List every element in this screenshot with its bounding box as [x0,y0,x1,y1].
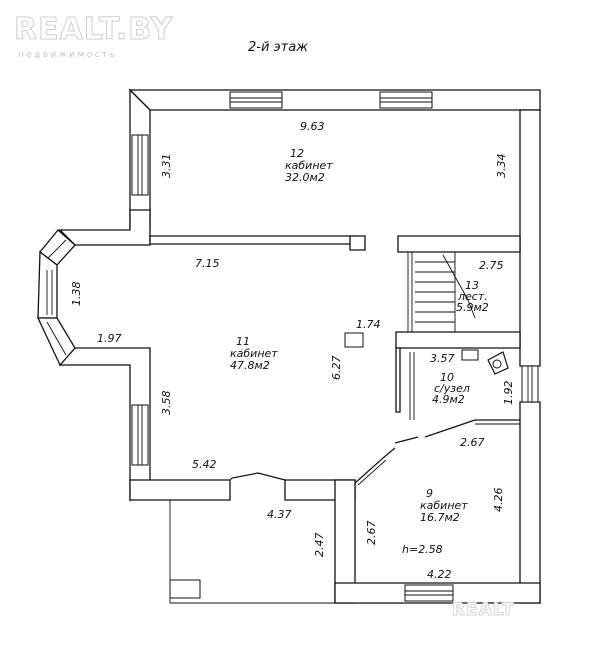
dimension-stair-width: 2.75 [479,259,504,272]
room-12-number: 12 [290,147,304,160]
dimension-room-9-bottom: 4.22 [427,568,452,581]
room-12-area: 32.0м2 [285,171,325,184]
dimension-column: 1.74 [356,318,381,331]
realt-watermark-logo: REALT.BY [13,12,174,48]
dimension-bath-width: 3.57 [430,352,455,365]
room-12-name: кабинет [285,159,333,172]
room-13-area: 5.9м2 [456,301,489,314]
realt-watermark-bottom: REALT [451,600,515,621]
room-10-number: 10 [440,371,454,384]
dimension-bay-offset: 1.97 [97,332,122,345]
room-13-number: 13 [465,279,479,292]
dimension-balcony-depth: 2.47 [313,533,326,558]
dimension-window-right: 1.92 [502,381,515,406]
bay-window [36,229,76,367]
balcony [169,500,335,604]
dimension-bottom-left: 5.42 [192,458,217,471]
dimension-room-9-top: 2.67 [460,436,485,449]
room-9-area: 16.7м2 [420,511,460,524]
room-9-number: 9 [426,487,433,500]
dimension-right-upper: 3.34 [495,154,508,179]
room-10-name: с/узел [434,382,470,395]
interior-walls [149,235,521,486]
dimension-top-width: 9.63 [300,120,325,133]
dimension-left-lower: 3.58 [160,391,173,416]
room-13-name: лест. [457,290,488,303]
windows [131,91,539,602]
dimension-room-9-height: 4.26 [492,488,505,513]
realt-watermark-tagline: недвижимость [18,50,118,60]
room-11-number: 11 [236,335,250,348]
dimension-balcony-width: 4.37 [267,508,292,521]
dimension-left-upper: 3.31 [160,154,173,179]
dimension-bay-height: 1.38 [70,282,83,307]
room-9-name: кабинет [420,499,468,512]
room-11-name: кабинет [230,347,278,360]
room-10-area: 4.9м2 [432,393,465,406]
dimension-room-11-width: 7.15 [195,257,220,270]
dimension-room-9-left: 2.67 [365,521,378,546]
floor-title: 2-й этаж [248,40,308,55]
room-11-area: 47.8м2 [230,359,270,372]
ceiling-height: h=2.58 [402,543,443,556]
staircase [407,252,476,332]
dimension-room-11-height: 6.27 [330,356,343,381]
